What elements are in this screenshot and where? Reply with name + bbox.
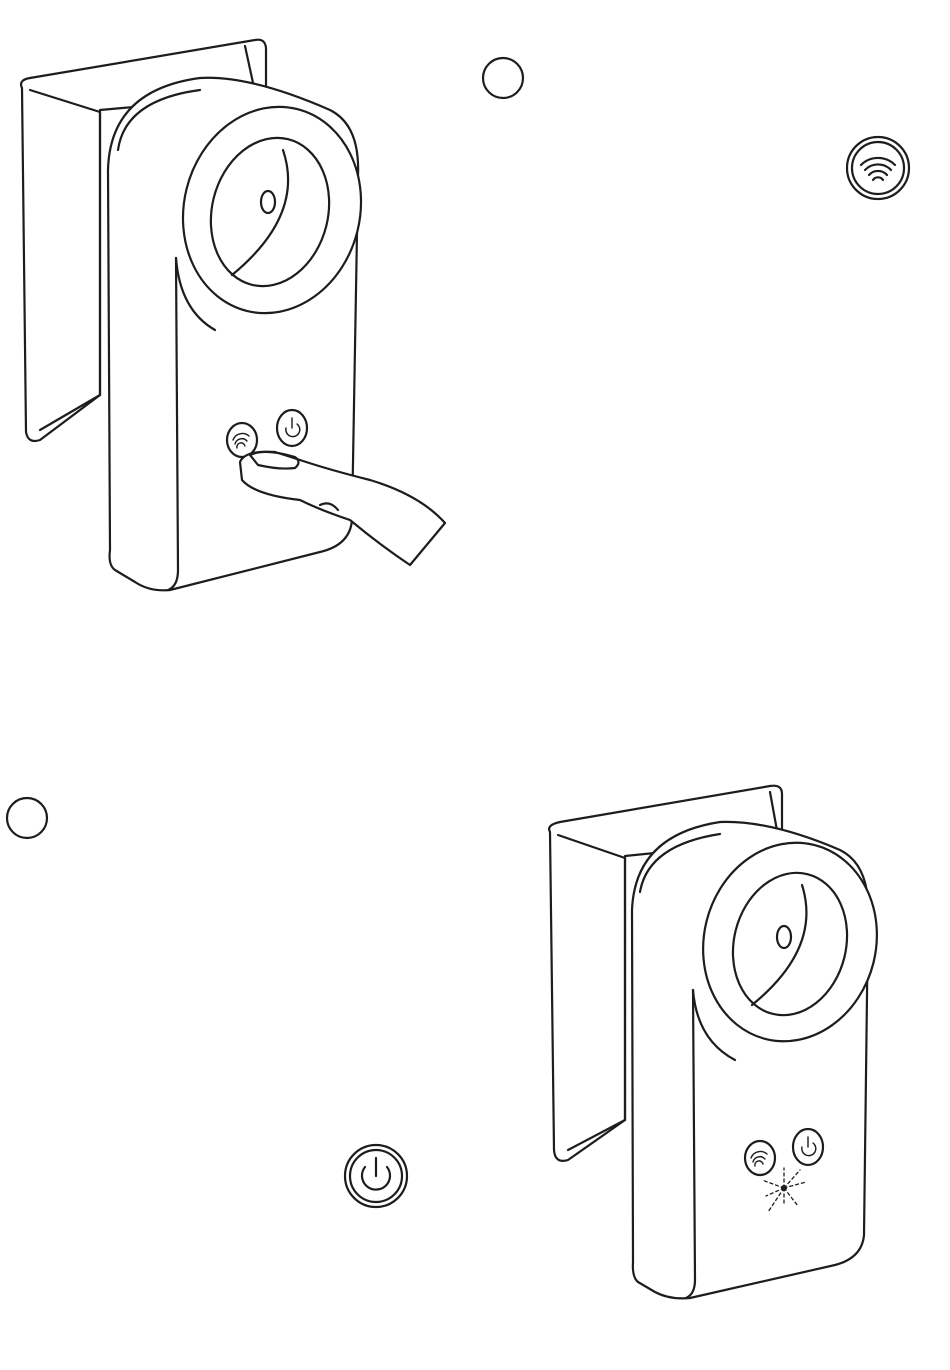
step-1 [21, 40, 909, 591]
power-icon [345, 1145, 407, 1207]
step-2 [7, 786, 898, 1299]
device-illustration-2 [549, 786, 898, 1299]
wifi-button-1 [227, 423, 257, 457]
wifi-icon [847, 137, 909, 199]
step-2-marker [7, 798, 47, 838]
step-1-marker [483, 58, 523, 98]
power-button-1 [277, 410, 307, 446]
wifi-button-2 [745, 1141, 775, 1175]
device-illustration-1 [21, 40, 445, 591]
power-button-2 [793, 1129, 823, 1165]
